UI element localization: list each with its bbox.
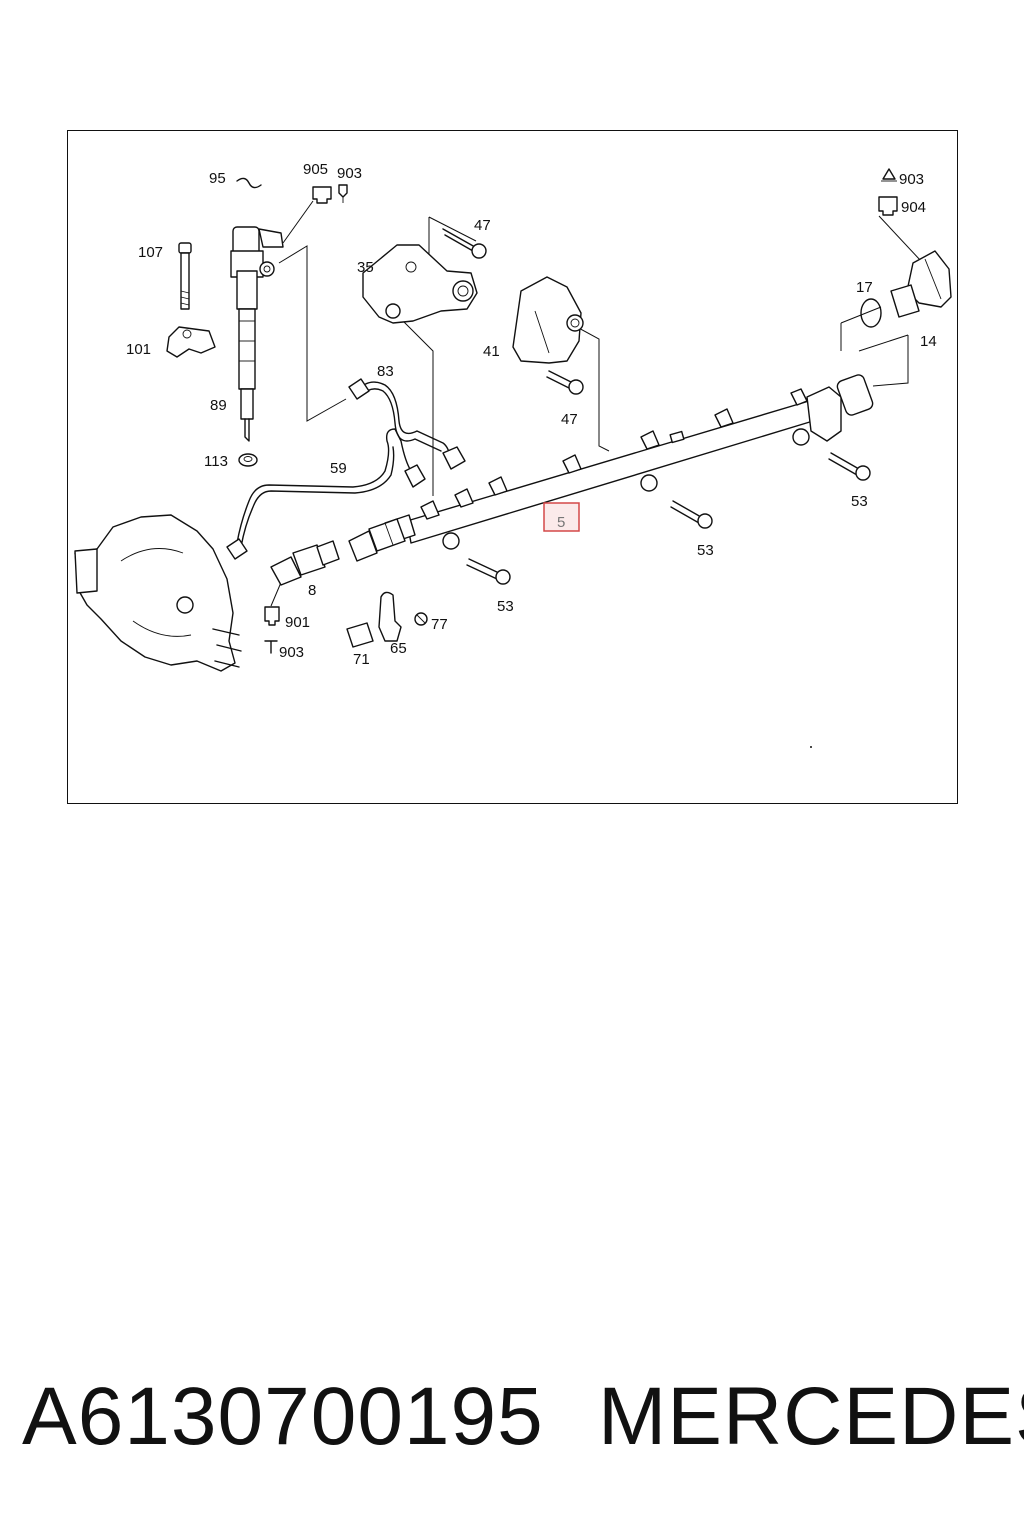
connector-symbol-905: [312, 184, 348, 204]
callout-101: 101: [126, 341, 151, 358]
rail-pressure-sensor: [348, 518, 406, 562]
bolt-part-47-upper: [442, 228, 487, 259]
part-number-text: A6130700195: [22, 1371, 544, 1462]
parts-diagram-frame: 95 905 903 107 101 89 113 59 83 35 47 41…: [67, 130, 958, 804]
product-caption: A6130700195 MERCEDES: [0, 1370, 1024, 1470]
screw-part-77: [414, 612, 428, 626]
callout-95: 95: [209, 170, 226, 187]
high-pressure-pump: [74, 514, 242, 672]
callout-71: 71: [353, 651, 370, 668]
callout-17: 17: [856, 279, 873, 296]
pressure-regulator-part-14: [890, 250, 952, 318]
fuel-line-part-59: [226, 428, 426, 560]
callout-53: 53: [851, 493, 868, 510]
temperature-sensor-part-8: [270, 540, 340, 586]
clip-part-65: [378, 591, 402, 642]
highlight-box: [543, 502, 580, 532]
callout-53: 53: [497, 598, 514, 615]
callout-41: 41: [483, 343, 500, 360]
callout-903: 903: [899, 171, 924, 188]
clip-part-95: [236, 177, 262, 189]
callout-labels: 95 905 903 107 101 89 113 59 83 35 47 41…: [126, 161, 937, 668]
sleeve-part-71: [346, 622, 374, 648]
connector-symbol-903-lower: [264, 640, 278, 654]
stray-mark: [810, 746, 812, 748]
callout-59: 59: [330, 460, 347, 477]
bolt-part-53-left: [466, 558, 511, 585]
callout-65: 65: [390, 640, 407, 657]
bolt-part-53-right: [828, 452, 871, 481]
fuel-line-part-83: [348, 378, 466, 470]
bracket-part-41: [512, 276, 584, 364]
callout-903: 903: [279, 644, 304, 661]
seal-ring-part-17: [860, 298, 882, 328]
callout-53: 53: [697, 542, 714, 559]
brand-text: MERCEDES: [598, 1371, 1024, 1462]
bolt-part-53-middle: [670, 500, 713, 529]
callout-47: 47: [474, 217, 491, 234]
callout-901: 901: [285, 614, 310, 631]
callout-47: 47: [561, 411, 578, 428]
callout-8: 8: [308, 582, 316, 599]
bracket-part-35: [362, 244, 478, 324]
fuel-rail-exploded-diagram: 95 905 903 107 101 89 113 59 83 35 47 41…: [74, 161, 952, 748]
callout-107: 107: [138, 244, 163, 261]
callout-14: 14: [920, 333, 937, 350]
fuel-rail-part-5: [384, 374, 874, 550]
callout-903: 903: [337, 165, 362, 182]
injector-part-89: [230, 226, 284, 442]
callout-905: 905: [303, 161, 328, 178]
highlighted-part-label: 5: [557, 514, 565, 531]
callout-113: 113: [204, 453, 228, 470]
bolt-part-107: [178, 242, 192, 310]
clamp-part-101: [166, 326, 216, 358]
callout-89: 89: [210, 397, 227, 414]
connector-symbol-901: [264, 606, 280, 626]
callout-83: 83: [377, 363, 394, 380]
bolt-part-47-lower: [546, 370, 584, 395]
callout-35: 35: [357, 259, 374, 276]
highlighted-part-callout[interactable]: 5: [543, 502, 580, 532]
callout-904: 904: [901, 199, 926, 216]
callout-77: 77: [431, 616, 448, 633]
washer-part-113: [238, 453, 258, 467]
connector-symbol-904: [878, 168, 898, 216]
